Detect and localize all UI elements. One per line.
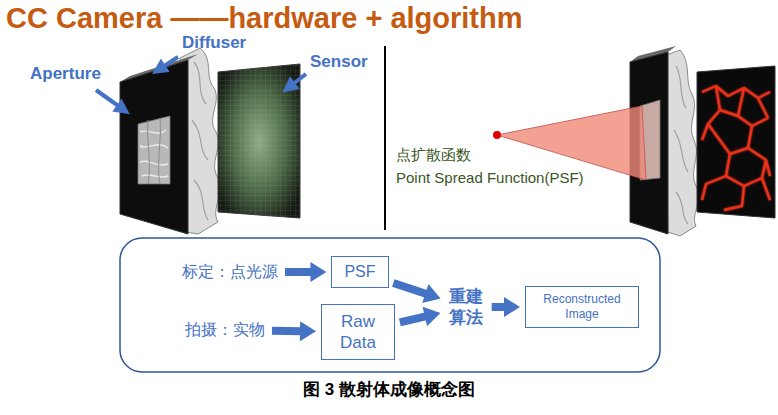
flow-arrow <box>400 307 441 326</box>
illustration-part <box>497 106 646 180</box>
illustration-part <box>758 98 768 118</box>
psf-sensor <box>697 66 775 218</box>
node-text: Raw Data <box>336 311 380 354</box>
aperture-plate <box>120 54 198 234</box>
part-label: Diffuser <box>182 33 246 53</box>
illustration-part <box>148 118 161 184</box>
flow-arrow <box>393 283 440 303</box>
node-text: 重建 算法 <box>447 286 484 329</box>
pointer-arrows <box>96 57 306 110</box>
step-label: 标定：点光源 <box>180 260 280 284</box>
output-box: Reconstructed Image <box>525 286 639 328</box>
process-panel <box>120 238 660 372</box>
illustration-part <box>762 178 770 200</box>
part-label: Sensor <box>310 52 368 72</box>
flow-arrow <box>492 297 520 317</box>
part-label: Aperture <box>30 64 101 84</box>
arrow-shaft <box>400 316 427 322</box>
node-text: PSF <box>344 262 375 282</box>
illustration-part <box>726 160 766 186</box>
light-cone <box>493 106 646 180</box>
illustration-part <box>702 86 720 140</box>
concept-label: 点扩散函数 <box>396 146 471 164</box>
illustration-part <box>674 66 688 224</box>
illustration-part <box>140 130 168 177</box>
algorithm-label: 重建 算法 <box>445 284 486 331</box>
illustration-part <box>497 106 646 180</box>
illustration-part <box>738 116 768 126</box>
divider-line <box>384 46 386 230</box>
arrow-shaft <box>393 283 427 294</box>
illustration-part <box>702 86 770 210</box>
arrow-shaft <box>492 303 506 311</box>
arrow-head <box>504 297 520 317</box>
illustration-part <box>288 74 306 88</box>
illustration-part <box>720 88 744 116</box>
illustration-part <box>138 116 170 184</box>
arrow-head <box>423 307 441 326</box>
illustration-part <box>697 66 775 218</box>
step-label: 拍摄：实物 <box>183 318 267 342</box>
illustration-part <box>702 86 770 98</box>
illustration-part <box>158 57 178 70</box>
arrow-shaft <box>272 327 302 335</box>
arrow-head <box>422 284 440 303</box>
illustration-part <box>192 62 208 220</box>
concept-label: Point Spread Function(PSF) <box>396 169 584 187</box>
illustration-part <box>708 124 752 154</box>
arrow-head <box>310 262 326 282</box>
arrow-shaft <box>285 268 312 276</box>
node-text: Reconstructed Image <box>534 292 630 322</box>
flow-arrow <box>285 262 326 282</box>
arrow-head <box>300 321 316 341</box>
illustration-part <box>724 186 744 210</box>
illustration-part <box>120 60 188 234</box>
process-box: PSF <box>331 256 388 288</box>
node-text: 标定：点光源 <box>182 262 278 282</box>
illustration-part <box>493 131 501 139</box>
figure-caption: 图 3 散射体成像概念图 <box>0 380 778 400</box>
flow-arrow <box>272 321 316 341</box>
illustration-part <box>664 50 699 236</box>
psf-diffuser <box>664 50 699 236</box>
illustration-part <box>96 90 124 110</box>
diagram-title: CC Camera ——hardware + algorithm <box>6 1 523 36</box>
process-box: Raw Data <box>321 304 395 361</box>
node-text: 拍摄：实物 <box>185 320 265 340</box>
